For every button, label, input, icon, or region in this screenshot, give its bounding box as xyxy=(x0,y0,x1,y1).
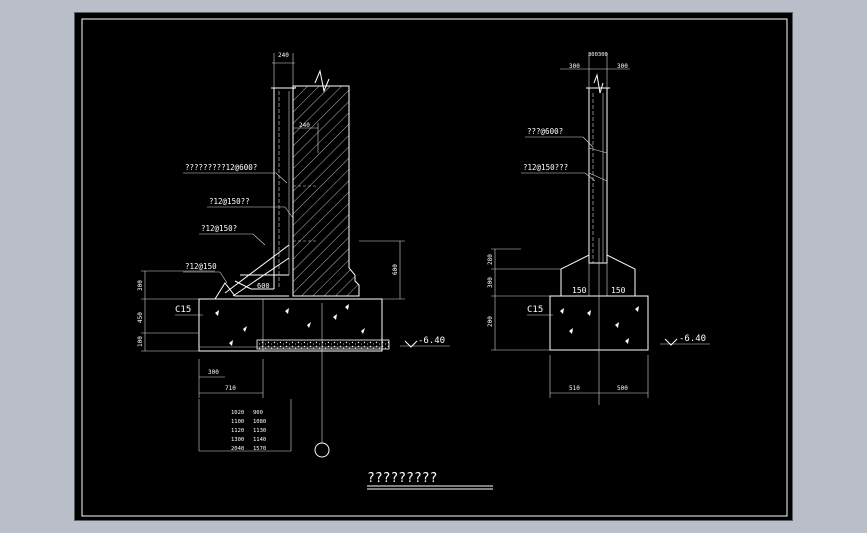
table-r4-c2: 1140 xyxy=(253,437,266,443)
left-dim-v1: 300 xyxy=(137,280,144,291)
left-level: -6.40 xyxy=(418,336,445,346)
right-dim-top-left: 300 xyxy=(569,63,580,70)
left-foundation xyxy=(198,298,383,352)
right-dim-v1: 280 xyxy=(487,254,494,265)
table-r5-c1: 2040 xyxy=(231,446,244,452)
table-r1-c2: 900 xyxy=(253,410,263,416)
left-dim-600: 600 xyxy=(257,282,270,290)
hatched-wall xyxy=(292,85,360,297)
right-label-b: ?12@150??? xyxy=(523,163,568,172)
right-concrete: C15 xyxy=(527,305,543,315)
right-dim-top-right: 300 xyxy=(617,63,628,70)
left-label-a: ?????????12@600? xyxy=(185,163,257,172)
left-blinding xyxy=(256,339,390,350)
right-dim-150-l: 150 xyxy=(572,286,587,295)
left-label-b: ?12@150?? xyxy=(209,197,250,206)
left-dim-300: 300 xyxy=(208,369,219,376)
left-dim-v2: 450 xyxy=(137,312,144,323)
left-dim-v3: 100 xyxy=(137,336,144,347)
right-dim-bot-r: 500 xyxy=(617,385,628,392)
left-dim-top: 240 xyxy=(278,52,289,59)
left-dim-inner: 240 xyxy=(299,122,310,129)
drawing-sheet: 240 240 ?????????12@600? ?12@150?? xyxy=(74,12,793,521)
left-dim-710: 710 xyxy=(225,385,236,392)
axis-marker xyxy=(314,442,330,458)
table-r1-c1: 1020 xyxy=(231,410,244,416)
dimension-table: 1020 900 1100 1080 1120 1130 1300 1140 2… xyxy=(198,399,292,452)
right-dim-150-r: 150 xyxy=(611,286,626,295)
table-r3-c1: 1120 xyxy=(231,428,244,434)
drawing-title: ????????? xyxy=(367,471,437,486)
left-label-d: ?12@150 xyxy=(185,262,217,271)
right-label-a: ???@600? xyxy=(527,127,563,136)
table-r2-c2: 1080 xyxy=(253,419,266,425)
table-r5-c2: 1570 xyxy=(253,446,266,452)
left-dim-right: 600 xyxy=(392,264,399,275)
table-r4-c1: 1300 xyxy=(231,437,244,443)
right-dim-v2: 300 xyxy=(487,277,494,288)
table-r3-c2: 1130 xyxy=(253,428,266,434)
right-level: -6.40 xyxy=(679,334,706,344)
right-section: 300300 300 300 ???@600? ?12@150??? 150 xyxy=(487,52,710,405)
left-concrete: C15 xyxy=(175,305,191,315)
right-dim-bot-l: 510 xyxy=(569,385,580,392)
inner-frame xyxy=(81,18,788,517)
cad-drawing: 240 240 ?????????12@600? ?12@150?? xyxy=(81,18,788,517)
left-section: 240 240 ?????????12@600? ?12@150?? xyxy=(137,52,450,458)
right-dim-top-center: 300300 xyxy=(588,52,608,58)
left-label-c: ?12@150? xyxy=(201,224,237,233)
right-dim-v3: 200 xyxy=(487,316,494,327)
table-r2-c1: 1100 xyxy=(231,419,244,425)
